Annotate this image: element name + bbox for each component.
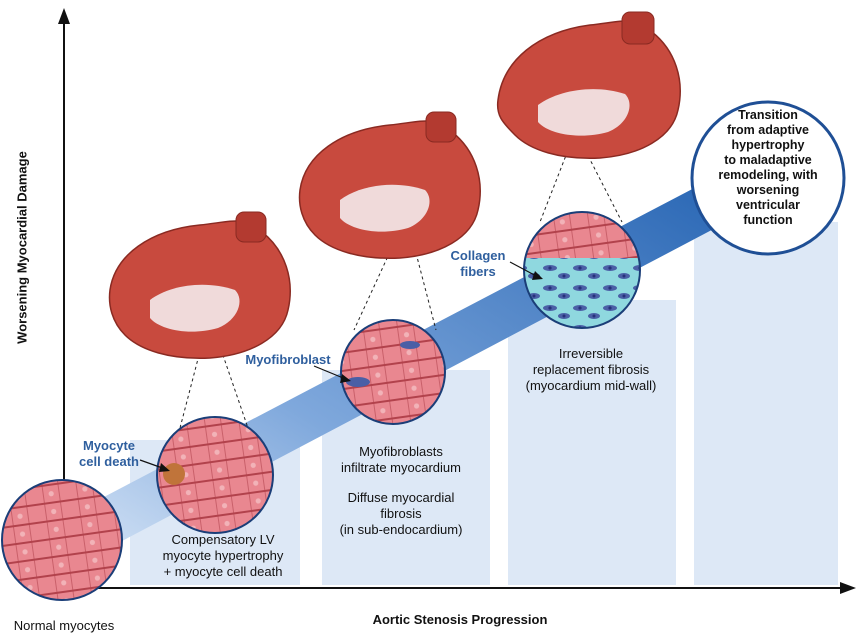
y-axis-arrowhead — [58, 8, 70, 24]
x-axis-label: Aortic Stenosis Progression — [372, 612, 548, 627]
heart-illustration-1 — [108, 211, 291, 359]
tissue-circle-normal — [1, 479, 123, 601]
x-axis-arrowhead — [840, 582, 856, 594]
zoom-line — [179, 331, 206, 429]
callout-myocyte-death: Myocyte cell death — [79, 438, 139, 469]
heart-illustration-2 — [298, 111, 481, 259]
transition-circle — [690, 100, 846, 256]
dead-myocyte-mark — [163, 463, 185, 485]
y-axis-label: Worsening Myocardial Damage — [14, 151, 30, 344]
stage-caption-fibrosis: Irreversible replacement fibrosis (myoca… — [525, 346, 657, 393]
zoom-line — [409, 229, 437, 331]
stage-caption-myofibroblasts: Myofibroblasts infiltrate myocardium Dif… — [339, 444, 463, 537]
callout-myofibroblast: Myofibroblast — [245, 352, 331, 367]
tissue-circle-myofibroblast — [340, 319, 446, 425]
tissue-circle-hypertrophy — [156, 416, 274, 534]
zoom-line — [214, 331, 249, 429]
stage-caption-normal: Normal myocytes — [13, 618, 115, 633]
transition-text: Transition from adaptive hypertrophy to … — [718, 108, 818, 227]
callout-collagen-fibers: Collagen fibers — [450, 248, 506, 279]
stage-caption-hypertrophy: Compensatory LV myocyte hypertrophy + my… — [162, 532, 284, 579]
stage-column-3 — [508, 300, 676, 585]
heart-illustration-3 — [496, 11, 681, 159]
stage-column-4 — [694, 222, 838, 585]
